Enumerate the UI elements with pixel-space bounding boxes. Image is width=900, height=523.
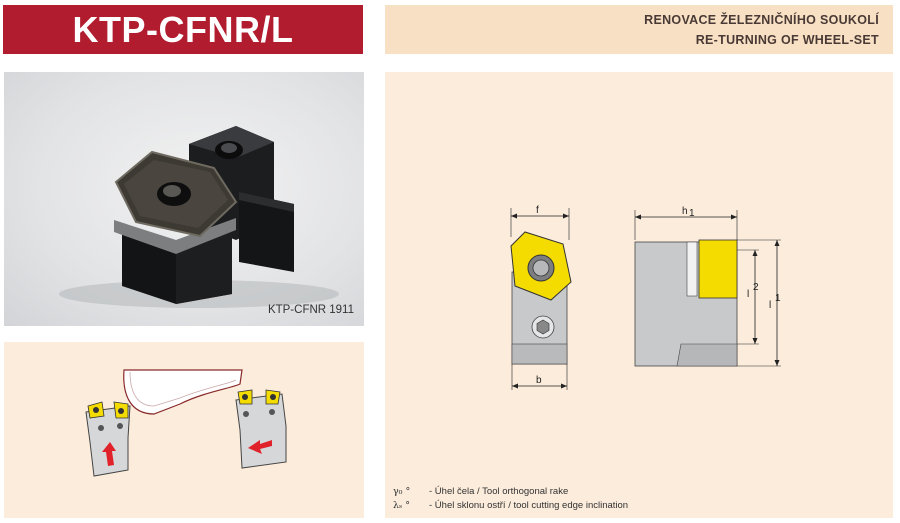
legend-text-rake: - Úhel čela / Tool orthogonal rake	[429, 486, 569, 497]
wheel-profile	[123, 369, 243, 415]
subtitle-en: RE-TURNING OF WHEEL-SET	[695, 33, 879, 47]
wheel-turning-scheme	[85, 369, 287, 477]
dim-f-label: f	[536, 205, 539, 216]
photo-caption: KTP-CFNR 1911	[267, 304, 354, 316]
dim-h1-subscript: 1	[689, 208, 695, 219]
dim-l1-subscript: 1	[775, 293, 781, 304]
product-photo-panel: KTP-CFNR 1911	[4, 72, 364, 326]
legend-symbol-rake: γ₀ °	[393, 486, 411, 497]
dim-l2-subscript: 2	[753, 282, 759, 293]
subtitle-cz: RENOVACE ŽELEZNIČNÍHO SOUKOLÍ	[644, 13, 879, 27]
dimension-drawing: f b h 1	[510, 205, 781, 390]
legend-text-inclination: - Úhel sklonu ostří / tool cutting edge …	[429, 500, 629, 511]
front-view: f b	[510, 205, 572, 390]
right-tool-illustration	[235, 389, 287, 469]
legend-row-inclination: λₛ ° - Úhel sklonu ostří / tool cutting …	[393, 500, 628, 511]
dim-h1-label: h	[682, 206, 688, 217]
page-title: KTP-CFNR/L	[72, 8, 294, 50]
legend-row-rake: γ₀ ° - Úhel čela / Tool orthogonal rake	[393, 486, 568, 497]
side-view: h 1 l 2 l 1	[634, 206, 781, 367]
left-tool-illustration	[85, 401, 131, 477]
title-bar: KTP-CFNR/L	[3, 5, 363, 54]
technical-drawing-panel: f b h 1	[385, 72, 893, 518]
legend-symbol-inclination: λₛ °	[393, 500, 410, 511]
usage-scheme-panel	[4, 342, 364, 518]
dim-b-label: b	[536, 375, 542, 386]
dim-l2-label: l	[747, 289, 749, 300]
tool-holder-photo-illustration	[59, 126, 339, 308]
header-subtitle-box: RENOVACE ŽELEZNIČNÍHO SOUKOLÍ RE-TURNING…	[385, 5, 893, 54]
dim-l1-label: l	[769, 300, 771, 311]
